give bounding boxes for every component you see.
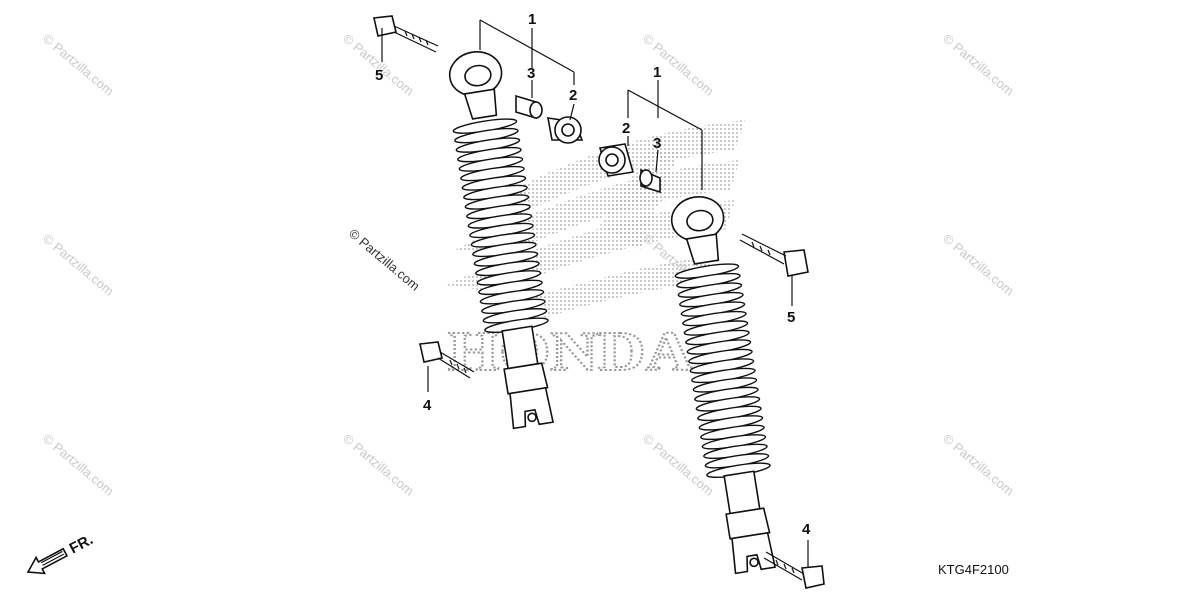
callout-2-left: 2 — [569, 87, 577, 104]
rear-shock-absorber-left — [448, 51, 555, 430]
bolt-part-5-right — [739, 233, 809, 277]
rubber-bushing-part-2-right — [598, 143, 635, 177]
callout-4-left: 4 — [423, 397, 432, 414]
callout-5-right: 5 — [787, 309, 795, 326]
callout-2-right: 2 — [622, 120, 630, 137]
watermark: © Partzilla.com — [40, 231, 117, 299]
watermark: © Partzilla.com — [40, 431, 117, 499]
watermark: © Partzilla.com — [640, 31, 717, 99]
watermark: © Partzilla.com — [940, 231, 1017, 299]
watermark: © Partzilla.com — [940, 31, 1017, 99]
watermark: © Partzilla.com — [940, 431, 1017, 499]
rear-shock-absorber-right — [670, 196, 777, 575]
collar-part-3-right — [639, 168, 661, 194]
callout-3-left: 3 — [527, 65, 535, 82]
watermark: © Partzilla.com — [340, 31, 417, 99]
watermark: © Partzilla.com — [40, 31, 117, 99]
callout-1-right: 1 — [653, 64, 661, 81]
bolt-part-4-right — [763, 551, 825, 589]
bolt-part-5-left — [373, 15, 439, 53]
watermark: © Partzilla.com — [340, 431, 417, 499]
collar-part-3-left — [515, 94, 543, 120]
callout-3-right: 3 — [653, 135, 661, 152]
callout-1-left: 1 — [528, 11, 536, 28]
rubber-bushing-part-2-left — [547, 116, 584, 144]
front-direction-label: FR. — [67, 531, 96, 557]
watermark-primary: © Partzilla.com — [346, 226, 423, 294]
callout-4-right: 4 — [802, 521, 811, 538]
callout-5-left: 5 — [375, 67, 383, 84]
front-direction-arrow-icon: FR. — [26, 531, 96, 575]
bolt-part-4-left — [419, 341, 475, 379]
diagram-reference-code: KTG4F2100 — [938, 562, 1009, 577]
leader-lines — [381, 19, 809, 568]
